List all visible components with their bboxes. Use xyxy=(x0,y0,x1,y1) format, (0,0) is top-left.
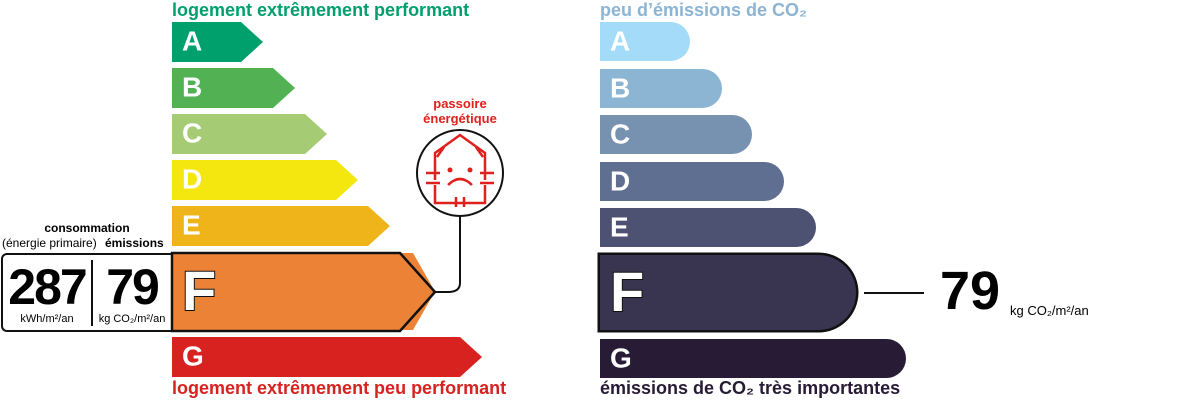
energy-class-letter: B xyxy=(182,71,203,103)
co2-class-f: F xyxy=(600,255,856,330)
emissions-label: émissions xyxy=(105,236,164,250)
co2-class-letter: D xyxy=(610,164,631,196)
passoire-icon xyxy=(416,129,504,293)
co2-pointer-line xyxy=(864,292,924,294)
energy-class-f: F xyxy=(172,253,435,330)
co2-class-c: C xyxy=(600,115,752,154)
emissions-unit: kg CO₂/m²/an xyxy=(98,313,166,325)
values-divider xyxy=(91,260,93,326)
energy-class-d: D xyxy=(172,160,358,200)
energy-class-e: E xyxy=(172,206,390,246)
co2-class-g: G xyxy=(600,339,906,378)
energy-bottom-label: logement extrêmement peu performant xyxy=(172,378,507,398)
co2-class-letter: G xyxy=(610,341,632,373)
energy-top-label: logement extrêmement performant xyxy=(172,0,470,20)
co2-class-e: E xyxy=(600,208,816,247)
energy-class-b: B xyxy=(172,68,295,108)
co2-class-b: B xyxy=(600,69,722,108)
consumption-unit: kWh/m²/an xyxy=(20,313,74,325)
co2-class-letter: A xyxy=(610,24,631,56)
energy-class-letter: D xyxy=(182,163,203,195)
energy-class-letter: C xyxy=(182,117,203,149)
energy-class-letter: G xyxy=(182,340,204,372)
co2-bottom-label: émissions de CO₂ très importantes xyxy=(600,378,901,398)
consumption-value: 287 xyxy=(8,259,87,315)
energy-class-letter: A xyxy=(182,25,203,57)
energy-current-outline xyxy=(170,251,437,333)
energy-class-g: G xyxy=(172,337,482,377)
energy-class-c: C xyxy=(172,114,327,154)
values-box xyxy=(1,253,171,332)
passoire-label: passoire énergétique xyxy=(410,96,510,126)
energy-class-letter: F xyxy=(182,258,217,322)
co2-unit: kg CO₂/m²/an xyxy=(1010,303,1089,318)
co2-class-letter: E xyxy=(610,210,629,242)
co2-class-letter: B xyxy=(610,71,631,103)
energy-class-letter: E xyxy=(182,209,201,241)
passoire-line1: passoire xyxy=(433,96,487,111)
co2-value: 79 xyxy=(940,261,1001,321)
co2-class-letter: C xyxy=(610,117,631,149)
co2-class-d: D xyxy=(600,162,784,201)
passoire-line2: énergétique xyxy=(423,111,497,126)
emissions-value: 79 xyxy=(106,259,160,315)
co2-top-label: peu d’émissions de CO₂ xyxy=(600,0,808,20)
consumption-label: consommation xyxy=(44,221,130,235)
consumption-sub-label: (énergie primaire) xyxy=(2,236,97,250)
energy-class-a: A xyxy=(172,22,263,62)
co2-class-a: A xyxy=(600,22,690,61)
co2-class-letter: F xyxy=(609,259,645,324)
